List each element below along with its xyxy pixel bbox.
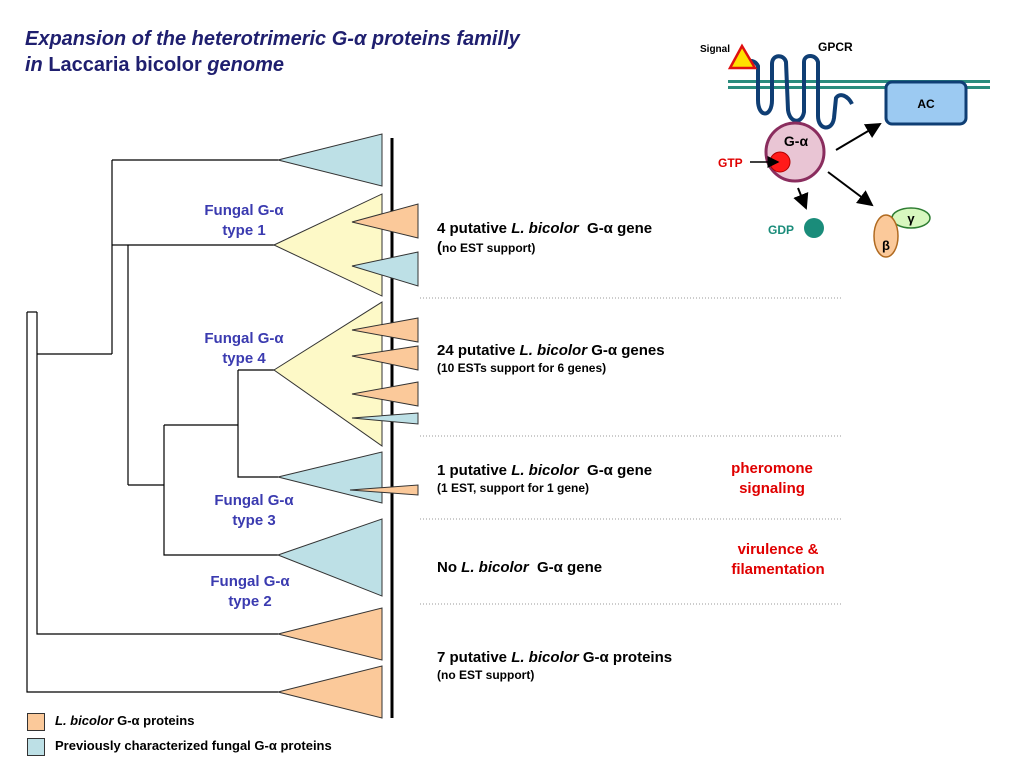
legend-swatch-blue <box>27 738 45 756</box>
slide-title: Expansion of the heterotrimeric G-α prot… <box>25 26 520 78</box>
row-type2-info: No L. bicolor G-α gene <box>437 559 603 576</box>
type4-previous-wedge <box>351 412 419 425</box>
note-virulence: virulence & filamentation <box>731 541 825 578</box>
label-type1: Fungal G-α type 1 <box>186 201 302 241</box>
clade-type2-previous <box>276 518 383 597</box>
label-type2: Fungal G-α type 2 <box>192 572 308 612</box>
tree-branches <box>26 159 278 693</box>
clade-type4-expansion <box>273 301 383 447</box>
label-type1-line2: type 1 <box>222 222 266 239</box>
title-text-1: Expansion of the heterotrimeric G- <box>25 28 354 50</box>
label-type4: Fungal G-α type 4 <box>186 329 302 369</box>
legend-text-2: Previously characterized fungal G-α prot… <box>55 738 332 753</box>
legend-text-1: G-α proteins <box>113 713 195 728</box>
title-text-4: genome <box>201 54 284 76</box>
title-text-2: proteins familly <box>366 28 520 50</box>
legend-swatch-orange <box>27 713 45 731</box>
title-text-3: in <box>25 54 49 76</box>
type3-lbicolor-wedge <box>349 484 419 496</box>
label-type4-line1: Fungal G-α <box>204 330 284 347</box>
clade-lbicolor-b <box>277 665 383 719</box>
branch-node-a <box>36 312 278 635</box>
root-branch <box>26 312 278 693</box>
type1-previous-wedge <box>351 251 419 287</box>
type4-lbicolor-wedge-3 <box>351 381 419 407</box>
label-type2-line2: type 2 <box>228 593 272 610</box>
clade-lbicolor-a <box>277 607 383 661</box>
label-type3-line1: Fungal G-α <box>214 492 294 509</box>
row-lbicolor-info: 7 putative L. bicolor G-α proteins (no E… <box>437 649 673 682</box>
type4-lbicolor-wedge-1 <box>351 317 419 343</box>
label-type4-line2: type 4 <box>222 350 266 367</box>
row-type4-info: 24 putative L. bicolor G-α genes (10 EST… <box>437 342 665 375</box>
label-type1-line1: Fungal G-α <box>204 202 284 219</box>
clade-top-previous <box>277 133 383 187</box>
branch-node-d <box>163 425 278 556</box>
note-pheromone: pheromone signaling <box>731 460 813 497</box>
clade-type1-expansion <box>272 193 383 297</box>
label-type3: Fungal G-α type 3 <box>196 491 312 531</box>
label-type2-line1: Fungal G-α <box>210 573 290 590</box>
type1-lbicolor-wedge <box>351 203 419 239</box>
title-alpha: α <box>353 28 367 50</box>
title-species: Laccaria bicolor <box>48 54 202 76</box>
label-type3-line2: type 3 <box>232 512 276 529</box>
row-separators <box>420 297 842 605</box>
legend-species: L. bicolor <box>55 713 114 728</box>
row-type3-info: 1 putative L. bicolor G-α gene (1 EST, s… <box>437 462 653 495</box>
branch-node-e <box>237 370 278 478</box>
row-type1-info: 4 putative L. bicolor G-α gene (no EST s… <box>437 220 653 256</box>
type4-lbicolor-wedge-2 <box>351 345 419 371</box>
